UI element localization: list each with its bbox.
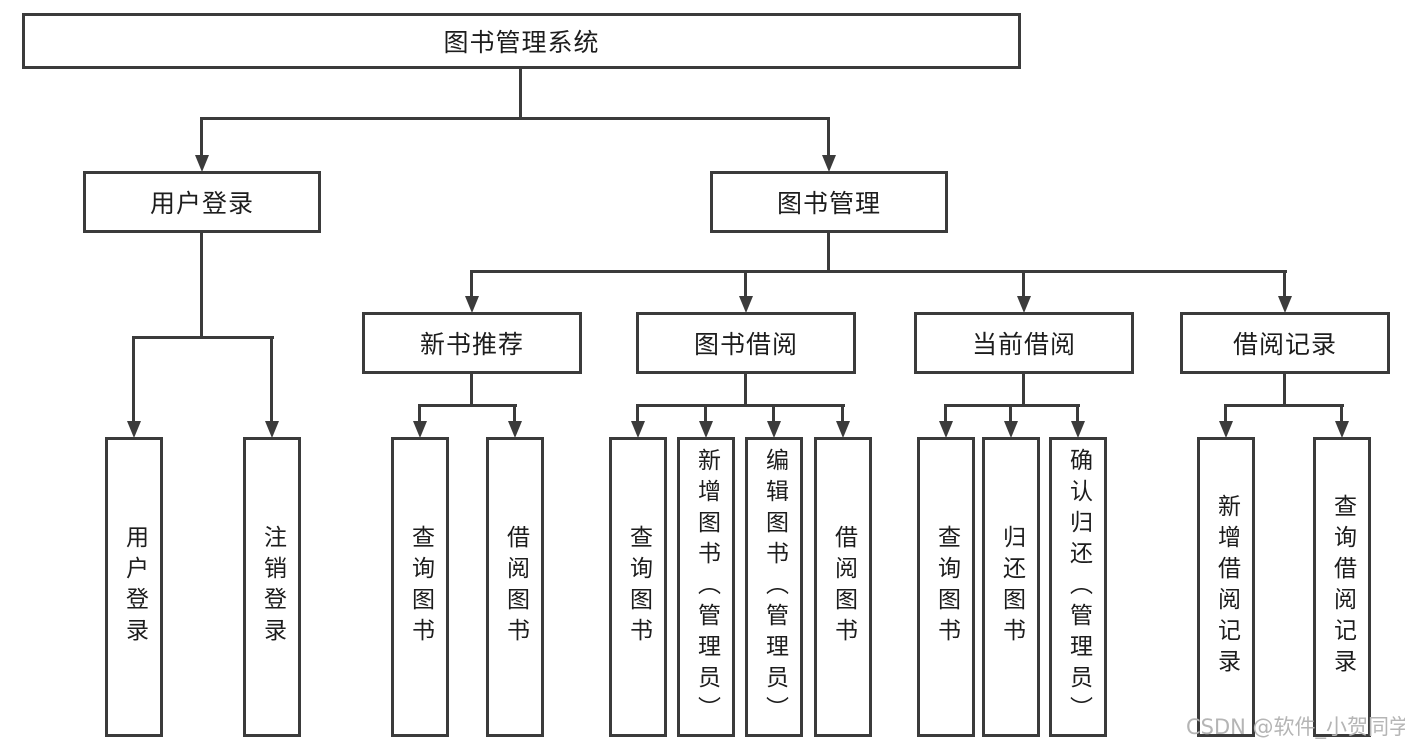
node-add-borrow-record: 新增借阅记录 — [1197, 437, 1255, 737]
node-user-login: 用户登录 — [83, 171, 321, 233]
arrow-down-icon — [465, 296, 479, 313]
connector-drop-borrow-records — [1283, 270, 1286, 298]
connector-new-book-recommend-rail — [418, 404, 517, 407]
arrow-down-icon — [195, 155, 209, 172]
arrow-down-icon — [127, 421, 141, 438]
node-label: 查询借阅记录 — [1329, 494, 1356, 680]
arrow-down-icon — [1017, 296, 1031, 313]
connector-drop-leaf — [772, 404, 775, 424]
node-label: 新增借阅记录 — [1213, 494, 1240, 680]
arrow-down-icon — [1219, 421, 1233, 438]
connector-root-rail — [200, 117, 830, 120]
arrow-down-icon — [1335, 421, 1349, 438]
arrow-down-icon — [767, 421, 781, 438]
node-label: 当前借阅 — [971, 330, 1076, 359]
arrow-down-icon — [265, 421, 279, 438]
connector-drop-user-login — [200, 117, 203, 157]
node-label: 图书管理系统 — [443, 28, 600, 57]
connector-drop-book-borrow — [744, 270, 747, 298]
node-confirm-return-admin: 确认归还（管理员） — [1049, 437, 1107, 737]
node-label: 新书推荐 — [419, 330, 524, 359]
node-borrow-records: 借阅记录 — [1180, 312, 1390, 374]
node-borrow-books: 借阅图书 — [814, 437, 872, 737]
connector-drop-leaf — [1009, 404, 1012, 424]
node-user-login-leaf: 用户登录 — [105, 437, 163, 737]
connector-book-management-stem — [827, 231, 830, 272]
node-label: 图书借阅 — [693, 330, 798, 359]
node-label: 编辑图书（管理员） — [761, 447, 788, 727]
connector-drop-leaf — [1076, 404, 1079, 424]
connector-drop-leaf — [704, 404, 707, 424]
arrow-down-icon — [739, 296, 753, 313]
connector-user-login-stem — [200, 231, 203, 338]
node-label: 归还图书 — [998, 525, 1025, 649]
connector-drop-current-borrow — [1022, 270, 1025, 298]
connector-root-stem — [519, 69, 522, 118]
arrow-down-icon — [631, 421, 645, 438]
node-label: 借阅图书 — [830, 525, 857, 649]
node-label: 注销登录 — [259, 525, 286, 649]
node-query-books-recommend: 查询图书 — [391, 437, 449, 737]
node-query-books-current: 查询图书 — [917, 437, 975, 737]
connector-borrow-records-rail — [1224, 404, 1344, 407]
connector-drop-new-book-recommend — [470, 270, 473, 298]
connector-user-login-rail — [132, 336, 274, 339]
node-label: 借阅图书 — [502, 525, 529, 649]
node-label: 借阅记录 — [1232, 330, 1337, 359]
arrow-down-icon — [1071, 421, 1085, 438]
connector-new-book-recommend-stem — [470, 372, 473, 407]
node-return-books: 归还图书 — [982, 437, 1040, 737]
node-current-borrow: 当前借阅 — [914, 312, 1134, 374]
connector-book-borrow-rail — [636, 404, 845, 407]
connector-drop-leaf — [513, 404, 516, 424]
connector-current-borrow-rail — [944, 404, 1080, 407]
arrow-down-icon — [508, 421, 522, 438]
arrow-down-icon — [1278, 296, 1292, 313]
node-label: 用户登录 — [121, 525, 148, 649]
csdn-watermark: CSDN @软件_小贺同学 — [1186, 715, 1405, 739]
arrow-down-icon — [1004, 421, 1018, 438]
connector-borrow-records-stem — [1283, 372, 1286, 407]
node-label: 查询图书 — [407, 525, 434, 649]
connector-drop-logout-leaf — [270, 336, 273, 422]
node-label: 图书管理 — [776, 189, 881, 218]
node-logout: 注销登录 — [243, 437, 301, 737]
connector-drop-login-leaf — [132, 336, 135, 422]
node-book-borrow: 图书借阅 — [636, 312, 856, 374]
arrow-down-icon — [836, 421, 850, 438]
connector-drop-leaf — [944, 404, 947, 424]
connector-drop-leaf — [841, 404, 844, 424]
node-edit-books-admin: 编辑图书（管理员） — [745, 437, 803, 737]
arrow-down-icon — [939, 421, 953, 438]
node-borrow-books-recommend: 借阅图书 — [486, 437, 544, 737]
node-new-book-recommend: 新书推荐 — [362, 312, 582, 374]
node-label: 新增图书（管理员） — [693, 447, 720, 727]
connector-drop-leaf — [1224, 404, 1227, 424]
node-label: 查询图书 — [933, 525, 960, 649]
connector-current-borrow-stem — [1022, 372, 1025, 407]
connector-level3-rail — [470, 270, 1287, 273]
connector-drop-leaf — [636, 404, 639, 424]
node-add-books-admin: 新增图书（管理员） — [677, 437, 735, 737]
node-book-management: 图书管理 — [710, 171, 948, 233]
node-label: 用户登录 — [149, 189, 254, 218]
arrow-down-icon — [413, 421, 427, 438]
connector-drop-leaf — [1340, 404, 1343, 424]
arrow-down-icon — [699, 421, 713, 438]
arrow-down-icon — [822, 155, 836, 172]
node-label: 确认归还（管理员） — [1065, 447, 1092, 727]
node-query-borrow-record: 查询借阅记录 — [1313, 437, 1371, 737]
node-query-books-borrow: 查询图书 — [609, 437, 667, 737]
connector-drop-leaf — [418, 404, 421, 424]
node-library-management-system: 图书管理系统 — [22, 13, 1021, 69]
connector-book-borrow-stem — [744, 372, 747, 407]
node-label: 查询图书 — [625, 525, 652, 649]
connector-drop-book-management — [827, 117, 830, 157]
